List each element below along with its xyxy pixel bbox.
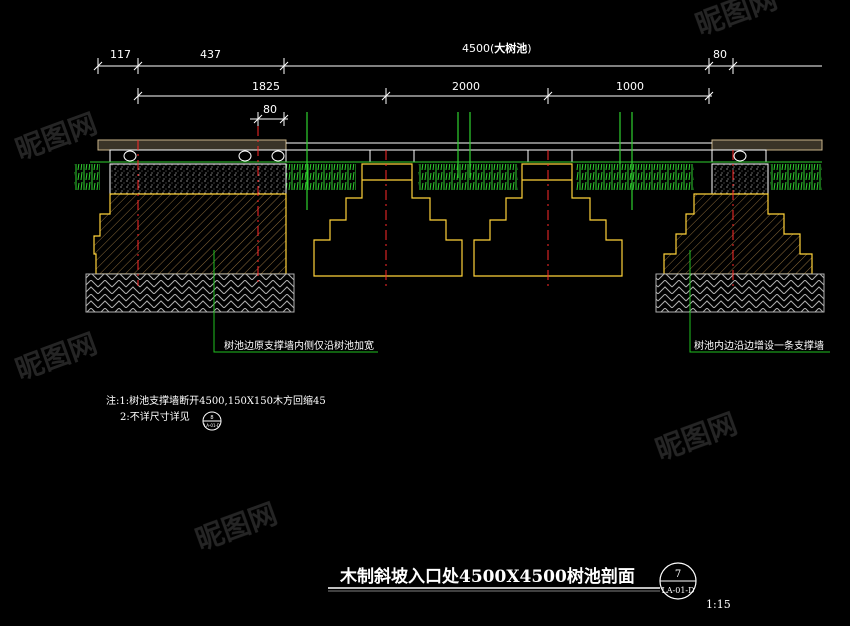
- watermark-text: 昵图网: [191, 497, 281, 557]
- leader-lines: [213, 250, 830, 353]
- detail-number: 7: [675, 569, 681, 580]
- dim-top-left-small: 117: [110, 48, 131, 61]
- footing-center-right: [473, 163, 623, 277]
- leader-label-left: 树池边原支撑墙内侧仅沿树池加宽: [224, 339, 374, 352]
- green-guides: [306, 112, 633, 210]
- dim-second-left: 1825: [252, 80, 280, 93]
- leader-label-right: 树池内边沿边增设一条支撑墙: [694, 339, 824, 352]
- watermark-text: 昵图网: [651, 407, 741, 467]
- watermark-text: 昵图网: [11, 327, 101, 387]
- dim-top-overall: 4500(大树池): [462, 41, 532, 55]
- dim-second-right: 1000: [616, 80, 644, 93]
- sheet-number: LA-01-D: [661, 586, 694, 595]
- note-line-1: 注:1:树池支撑墙断开4500,150X150木方回缩45: [106, 394, 326, 407]
- centerlines: [137, 126, 734, 286]
- ref-top: 8: [210, 415, 213, 421]
- gravel-base-right: [711, 163, 769, 195]
- dimension-row-second: [133, 88, 714, 104]
- dim-third-small: 80: [263, 103, 277, 116]
- gravel-base-left: [109, 163, 287, 195]
- wood-deck: [97, 139, 823, 163]
- drawing-scale: 1:15: [706, 598, 731, 611]
- dimension-row-top: [93, 58, 822, 74]
- dim-top-right-small: 80: [713, 48, 727, 61]
- drawing-title: 木制斜坡入口处4500X4500树池剖面: [339, 566, 635, 587]
- dimension-row-third: [250, 112, 289, 126]
- dim-top-left: 437: [200, 48, 221, 61]
- footing-center-left: [313, 163, 463, 277]
- ref-bottom: LA-01-D: [204, 423, 220, 428]
- title-block: 木制斜坡入口处4500X4500树池剖面 7 LA-01-D 1:15: [328, 562, 731, 611]
- detail-ref-marker: 8 LA-01-D: [202, 411, 222, 431]
- grass-layer: [74, 161, 822, 190]
- watermark-text: 昵图网: [11, 107, 101, 167]
- foundation-right: [655, 193, 825, 313]
- dim-second-mid: 2000: [452, 80, 480, 93]
- foundation-left: [85, 193, 295, 313]
- note-line-2: 2:不详尺寸详见: [120, 410, 190, 423]
- watermark-text: 昵图网: [691, 0, 781, 42]
